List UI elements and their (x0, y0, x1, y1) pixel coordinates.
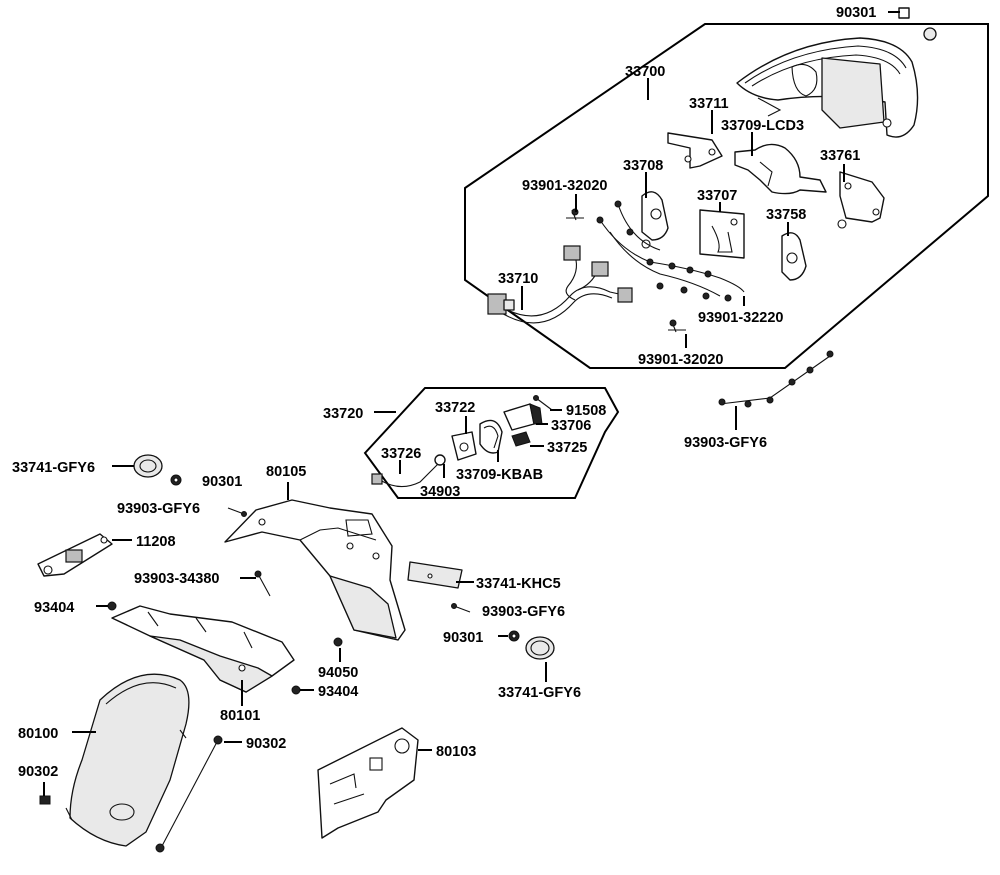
label-90301-left: 90301 (202, 474, 242, 490)
bracket-33761-part (837, 171, 885, 229)
reflector-33741-gfy6-left-part (133, 454, 163, 478)
reflector-33741-gfy6-low-part (525, 636, 555, 660)
rear-fender-80100-part (65, 673, 190, 847)
label-33741-gfy6-low: 33741-GFY6 (498, 685, 581, 701)
label-33720: 33720 (323, 406, 363, 422)
bolt-90302-left-part (39, 795, 51, 805)
stay-rod-90302-part (155, 735, 223, 853)
screw-93903-34380-part (254, 570, 271, 597)
screw-93903-gfy6-low-part (451, 603, 471, 613)
bracket-33711-part (667, 132, 723, 169)
leader-lines (43, 11, 900, 796)
label-90302-left: 90302 (18, 764, 58, 780)
label-93903-gfy6-mid: 93903-GFY6 (117, 501, 200, 517)
label-80105: 80105 (266, 464, 306, 480)
label-90301-top: 90301 (836, 5, 876, 21)
wiring-bulbs-part (596, 200, 745, 302)
label-33758: 33758 (766, 207, 806, 223)
label-33700: 33700 (625, 64, 665, 80)
label-33741-gfy6-left: 33741-GFY6 (12, 460, 95, 476)
label-93404-low: 93404 (318, 684, 358, 700)
label-93903-gfy6-right: 93903-GFY6 (684, 435, 767, 451)
housing-33706-part (503, 403, 543, 431)
label-34903: 34903 (420, 484, 460, 500)
socket-33722-part (451, 431, 477, 461)
label-33707: 33707 (697, 188, 737, 204)
label-80101: 80101 (220, 708, 260, 724)
mud-flap-80103-part (317, 727, 419, 839)
label-33761: 33761 (820, 148, 860, 164)
label-33708: 33708 (623, 158, 663, 174)
nut-90301-left-part (170, 474, 182, 486)
label-93901-32020-b: 93901-32020 (638, 352, 723, 368)
bulb-socket-33758-part (781, 232, 807, 281)
label-93903-gfy6-low: 93903-GFY6 (482, 604, 565, 620)
label-33709-kbab: 33709-KBAB (456, 467, 543, 483)
label-33741-khc5: 33741-KHC5 (476, 576, 561, 592)
label-33710: 33710 (498, 271, 538, 287)
label-11208: 11208 (136, 534, 176, 550)
label-93903-34380: 93903-34380 (134, 571, 219, 587)
label-33706: 33706 (551, 418, 591, 434)
license-plate-bracket-80105-part (224, 499, 406, 641)
bolt-93404-left-part (107, 601, 117, 611)
bulb-93901-32020-low-part (668, 319, 686, 333)
group-outline-33700 (464, 23, 989, 369)
wire-harness-33710-part (487, 245, 633, 324)
label-33711: 33711 (689, 96, 729, 112)
label-93901-32220: 93901-32220 (698, 310, 783, 326)
label-33722: 33722 (435, 400, 475, 416)
label-94050: 94050 (318, 665, 358, 681)
reflector-33741-khc5-part (407, 561, 463, 589)
label-33725: 33725 (547, 440, 587, 456)
label-90302-right: 90302 (246, 736, 286, 752)
clip-33725-part (511, 431, 531, 447)
bulb-socket-33708-part (641, 191, 669, 249)
screw-93903-gfy6-mid-part (227, 507, 247, 517)
wire-33726-part (371, 454, 446, 488)
nut-90301-low-part (508, 630, 520, 642)
screw-91508-part (533, 395, 553, 411)
reflector-bulb-chain-part (718, 350, 834, 408)
label-33709-lcd3: 33709-LCD3 (721, 118, 804, 134)
label-91508: 91508 (566, 403, 606, 419)
label-80100: 80100 (18, 726, 58, 742)
headlight-housing-part (736, 37, 919, 138)
lamp-33709-kbab-part (479, 419, 503, 454)
label-33726: 33726 (381, 446, 421, 462)
screw-94050-part (333, 637, 343, 647)
label-93901-32020-a: 93901-32020 (522, 178, 607, 194)
group-outline-33720 (363, 387, 620, 499)
label-93404-left: 93404 (34, 600, 74, 616)
cover-33709-lcd3-part (734, 143, 827, 195)
label-90301-low: 90301 (443, 630, 483, 646)
inner-fender-80101-part (111, 605, 295, 693)
label-80103: 80103 (436, 744, 476, 760)
bracket-33707-part (699, 209, 745, 259)
bracket-11208-part (37, 533, 113, 577)
bolt-93404-low-part (291, 685, 301, 695)
